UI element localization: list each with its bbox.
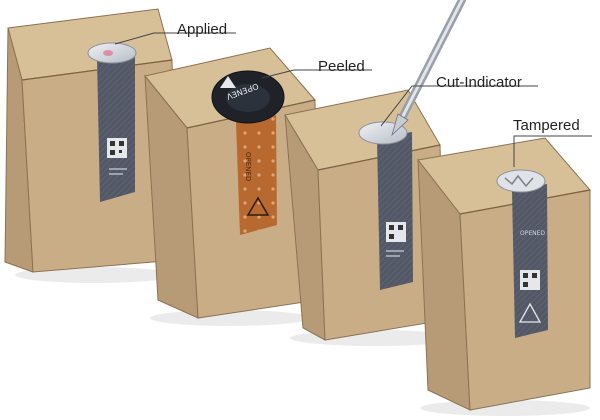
label-peeled: Peeled <box>318 58 365 75</box>
warning-triangle-icon <box>220 76 236 88</box>
box-applied <box>4 8 178 273</box>
label-tampered: Tampered <box>513 117 580 134</box>
tamper-tape <box>377 132 413 290</box>
callout-lines <box>114 32 592 167</box>
box-cut-indicator <box>284 0 466 341</box>
label-applied: Applied <box>177 21 228 38</box>
label-cut-indicator: Cut-Indicator <box>436 74 522 91</box>
residue-strip <box>236 115 277 235</box>
tamper-tape <box>97 56 135 202</box>
leader-tampered <box>513 135 592 167</box>
seal-tampered <box>496 169 546 193</box>
warning-triangle-icon <box>246 196 270 216</box>
leader-applied <box>114 32 236 45</box>
leader-cut-indicator <box>380 85 538 127</box>
tamper-tape <box>512 184 548 338</box>
warning-triangle-icon <box>518 302 542 323</box>
box-tampered: OPENED <box>417 137 591 411</box>
residue-text: OPENED <box>244 152 252 181</box>
leader-peeled <box>261 69 372 79</box>
tape-text: OPENED <box>520 230 545 237</box>
box-peeled: OPENED ɅƎNƎԀO <box>144 47 319 319</box>
